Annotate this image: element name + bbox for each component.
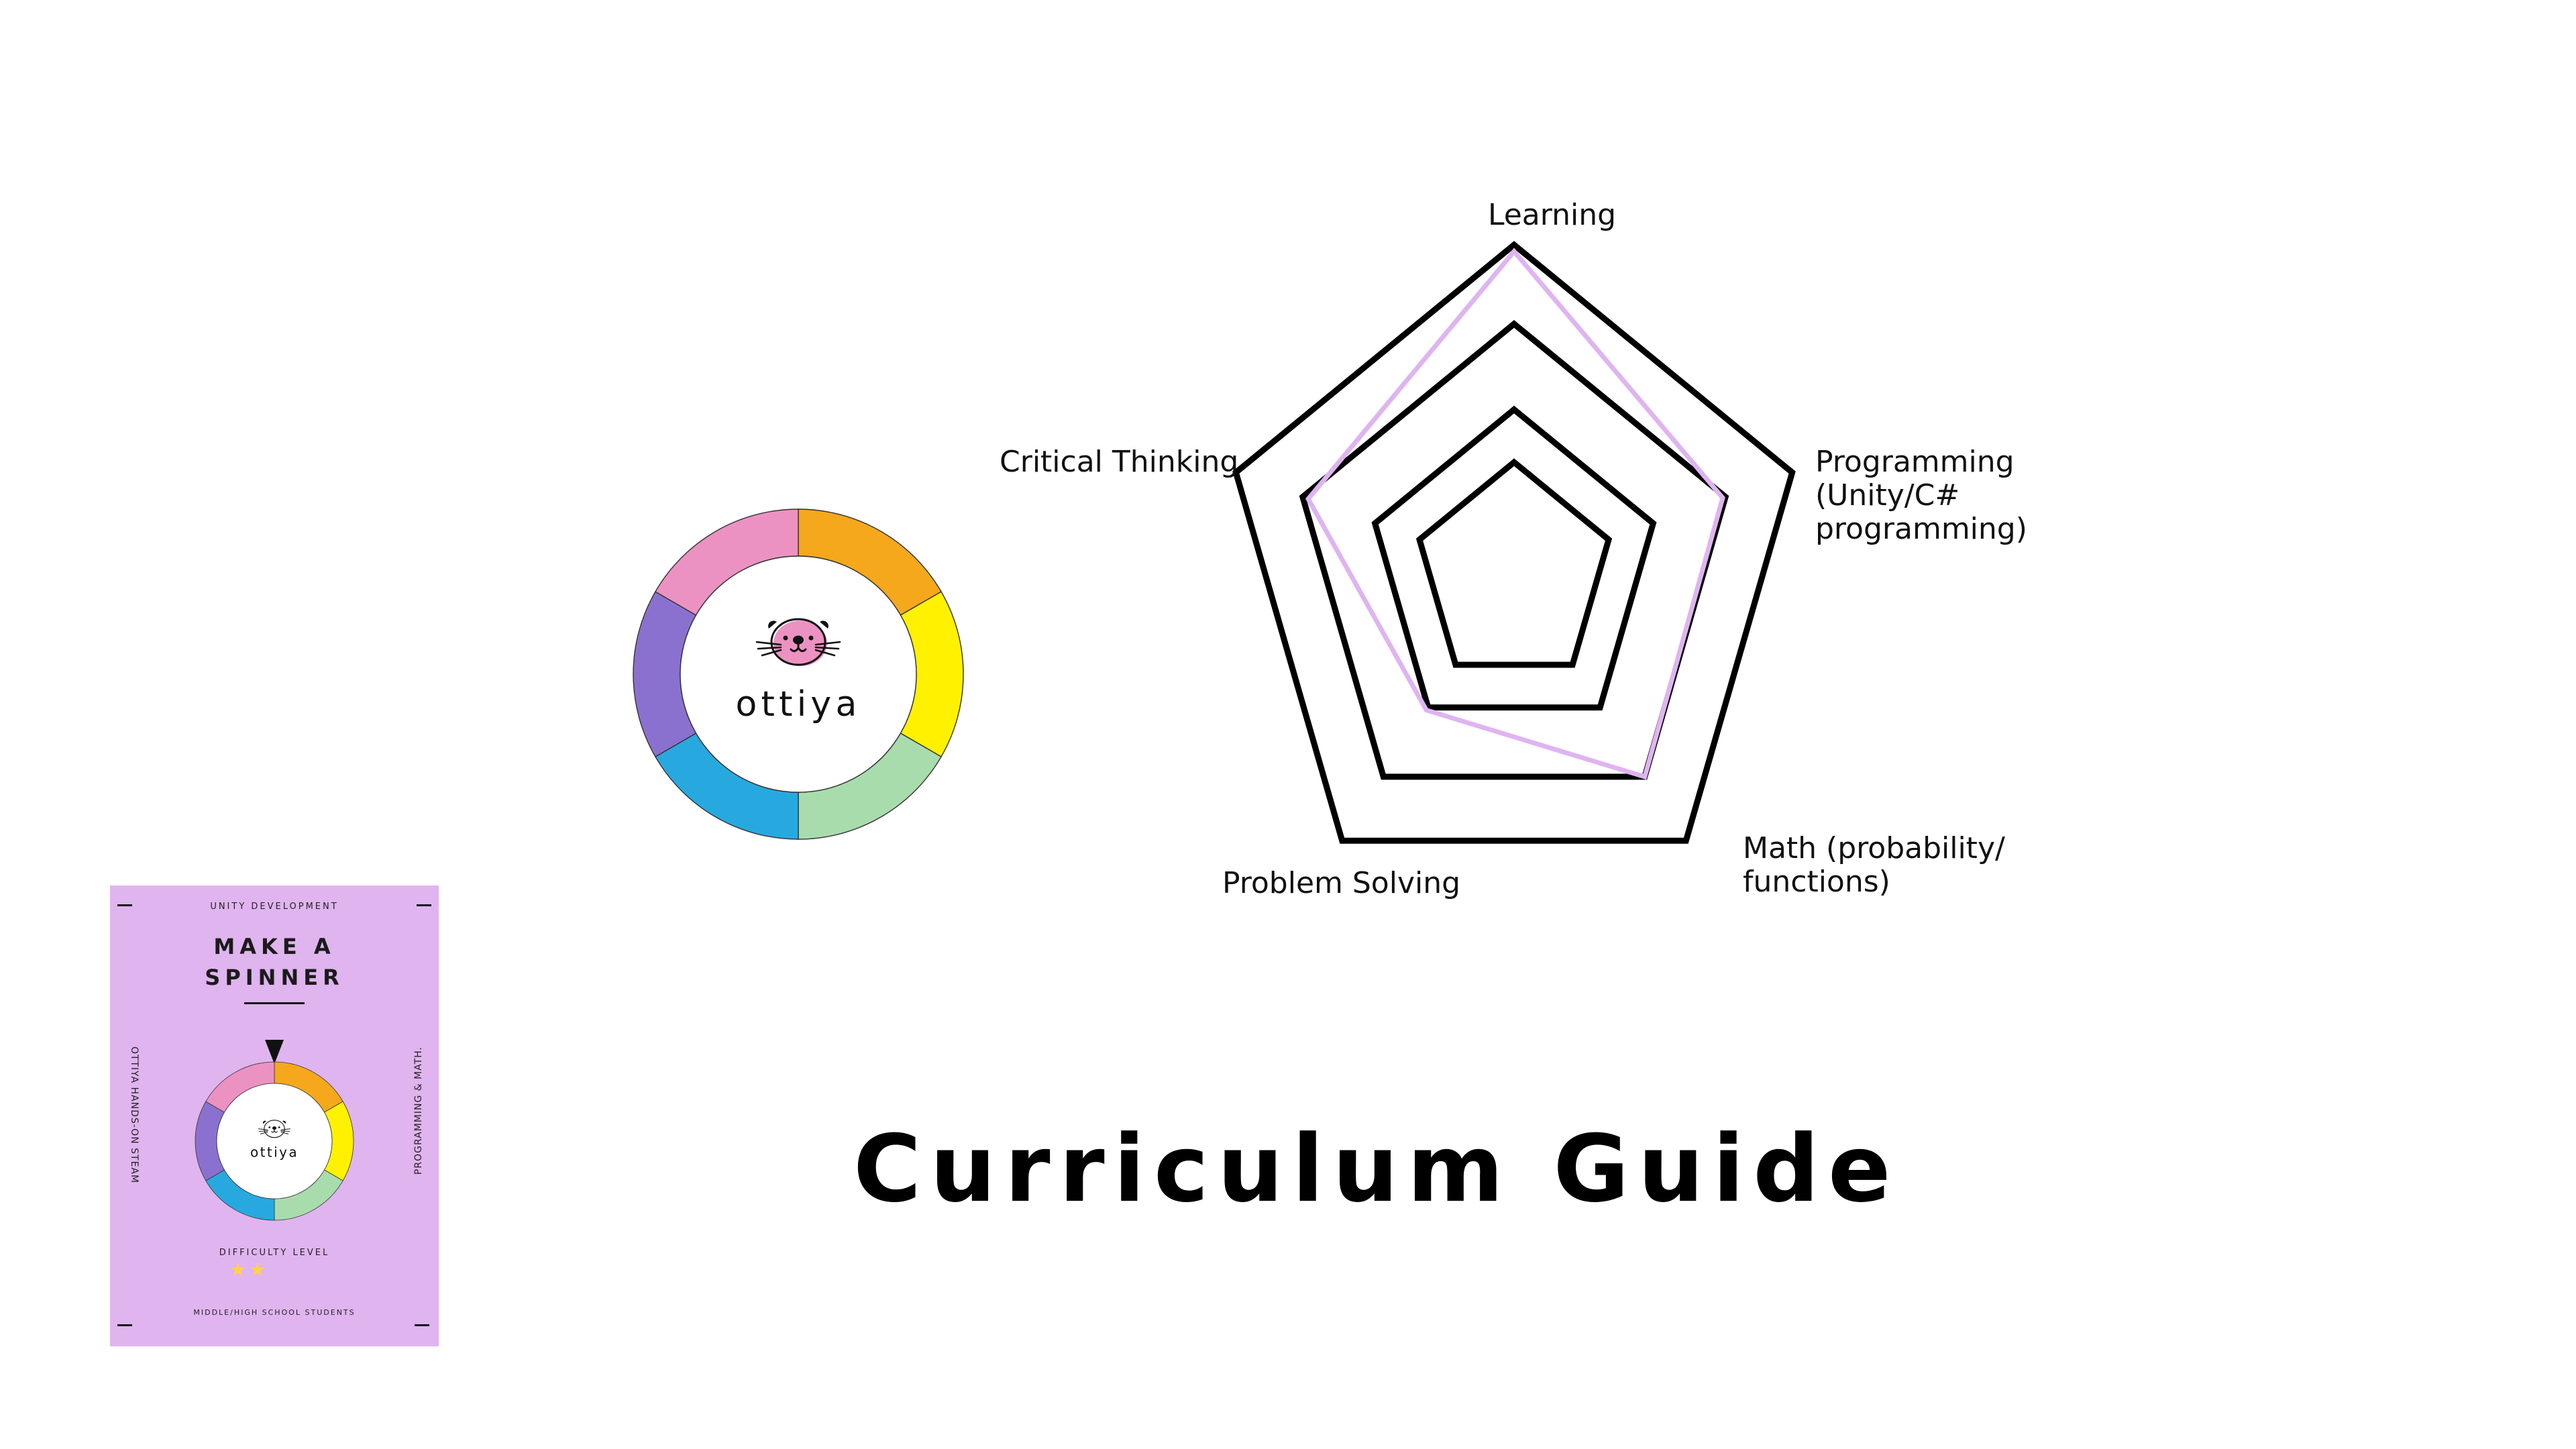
spinner-wheel-icon: ottiya xyxy=(633,508,964,840)
audience-label: MIDDLE/HIGH SCHOOL STUDENTS xyxy=(193,1308,356,1317)
skills-radar-chart: Learning Programming (Unity/C# programmi… xyxy=(939,161,2080,966)
difficulty-label: DIFFICULTY LEVEL xyxy=(219,1248,330,1258)
booklet-spinner: ottiya xyxy=(187,1033,362,1221)
radar-grid-ring-2 xyxy=(1371,405,1657,711)
axis-label-problem-solving: Problem Solving xyxy=(1222,866,1461,900)
corner-mark xyxy=(417,904,431,906)
spinner-logo: ottiya xyxy=(632,508,965,841)
corner-mark xyxy=(415,1324,429,1326)
booklet-side-text-left: OTTIYA HANDS-ON STEAM xyxy=(129,1046,140,1184)
axis-label-critical-thinking: Critical Thinking xyxy=(1000,445,1239,479)
radar-series-curriculum xyxy=(1305,248,1725,780)
radar-grid-ring-1 xyxy=(1415,458,1613,668)
axis-label-math: Math (probability/ functions) xyxy=(1743,831,2005,899)
pointer-arrow-icon xyxy=(265,1040,284,1064)
otter-mascot-icon xyxy=(755,618,841,666)
radar-chart-graphic xyxy=(1232,241,1796,844)
title-underline xyxy=(244,1002,305,1004)
axis-label-learning: Learning xyxy=(1488,198,1617,232)
brand-wordmark: ottiya xyxy=(735,684,861,724)
booklet-category: UNITY DEVELOPMENT xyxy=(210,902,339,912)
star-icon-rating: ★★ xyxy=(229,1258,269,1281)
otter-mascot-icon xyxy=(258,1120,291,1138)
spinner-wheel-icon: ottiya xyxy=(195,1040,354,1221)
brand-wordmark: ottiya xyxy=(250,1144,299,1161)
booklet-title: MAKE A SPINNER xyxy=(205,934,344,990)
page-title: Curriculum Guide xyxy=(853,1115,1900,1223)
radar-grid-ring-4 xyxy=(1232,241,1796,844)
corner-mark xyxy=(117,1324,132,1326)
axis-label-programming: Programming (Unity/C# programming) xyxy=(1815,445,2027,546)
booklet-side-text-right: PROGRAMMING & MATH. xyxy=(413,1046,424,1175)
radar-grid-ring-3 xyxy=(1299,320,1729,780)
booklet-cover: UNITY DEVELOPMENT MAKE A SPINNER OTTIYA … xyxy=(110,885,439,1346)
corner-mark xyxy=(117,904,132,906)
